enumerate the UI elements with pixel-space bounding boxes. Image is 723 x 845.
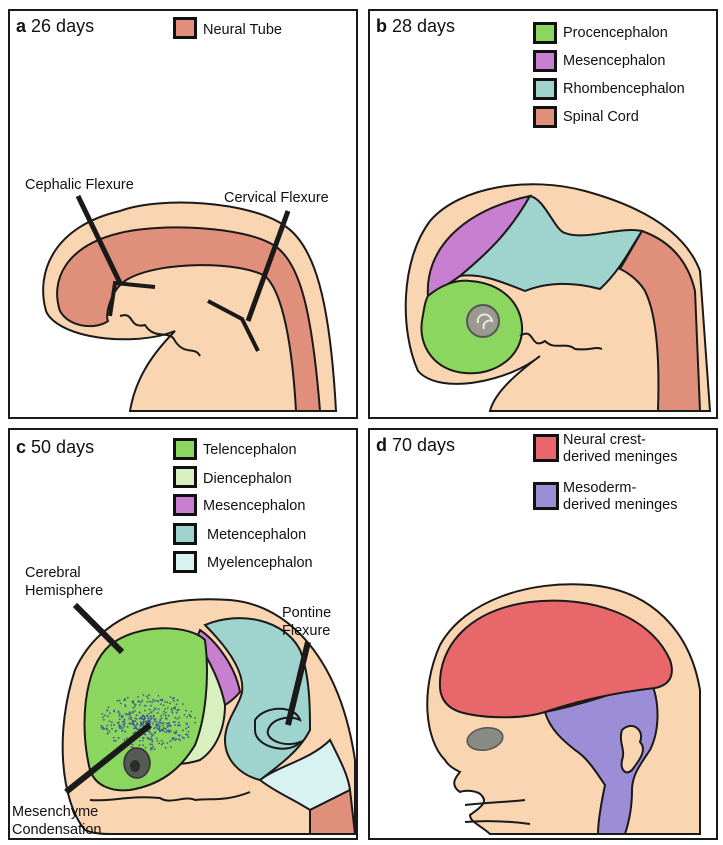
pontine-flexure-pointer (285, 641, 311, 726)
neural-crest-derived-meninges (438, 599, 673, 719)
panel-d-title: d 70 days (376, 435, 455, 456)
region-myelencephalon (258, 738, 352, 812)
legend-swatch-mesencephalon (173, 494, 197, 516)
legend-label-spinal-cord: Spinal Cord (563, 109, 639, 125)
legend-swatch-neural-crest-meninges (533, 434, 559, 462)
legend-label-procencephalon: Procencephalon (563, 25, 668, 41)
panel-b-age: 28 days (392, 16, 456, 36)
embryo-26-days-illustration (42, 194, 338, 412)
panel-a-age: 26 days (31, 16, 95, 36)
region-spinal-cord (309, 788, 356, 835)
legend-swatch-mesoderm-meninges (533, 482, 559, 510)
panel-a-title: a 26 days (16, 16, 94, 37)
cephalic-pointer-line (75, 194, 123, 285)
ear (619, 724, 644, 774)
legend-swatch-telencephalon (173, 438, 197, 460)
legend-label-neural-crest-line-1: Neural crest- (563, 432, 646, 448)
legend-label-mesencephalon: Mesencephalon (563, 53, 666, 69)
panel-c-50-days: c 50 days Telencephalon Diencephalon Mes… (8, 428, 358, 840)
region-metencephalon (203, 617, 312, 782)
annotation-cephalic-flexure: Cephalic Flexure (25, 177, 134, 193)
legend-label-neural-crest-line-2: derived meninges (563, 449, 678, 465)
mesenchyme-condensation-pointer (64, 722, 152, 795)
annotation-mesenchyme-line-2: Condensation (12, 822, 102, 838)
annotation-cerebral-hemisphere: Cerebral Hemisphere (25, 564, 103, 600)
legend-label-myelencephalon: Myelencephalon (207, 555, 313, 571)
annotation-cerebral-line-1: Cerebral (25, 565, 81, 581)
eye (466, 726, 504, 752)
panel-b-28-days: b 28 days Procencephalon Mesencephalon R… (368, 9, 718, 419)
legend-swatch-procencephalon (533, 22, 557, 44)
region-spinal-cord (618, 229, 702, 412)
annotation-mesenchyme-line-1: Mesenchyme (12, 804, 99, 820)
cervical-pointer-line (245, 210, 291, 322)
legend-label-metencephalon: Metencephalon (207, 527, 307, 543)
jaw-contour (119, 314, 201, 357)
legend-swatch-neural-tube (173, 17, 197, 39)
fetus-70-days-illustration (426, 583, 701, 835)
annotation-cerebral-line-2: Hemisphere (25, 583, 104, 599)
legend-swatch-metencephalon (173, 523, 197, 545)
mesenchyme-condensation-dots (100, 694, 197, 752)
annotation-cervical-flexure: Cervical Flexure (224, 190, 329, 206)
legend-label-mesencephalon: Mesencephalon (203, 498, 306, 514)
legend-label-neural-crest-meninges: Neural crest- derived meninges (563, 432, 677, 466)
cephalic-angle-marker (108, 280, 156, 317)
cervical-angle-marker (207, 299, 260, 352)
lens (130, 760, 140, 772)
annotation-pontine-line-1: Pontine (282, 605, 332, 621)
panel-d-letter: d (376, 435, 387, 455)
panel-c-age: 50 days (31, 437, 95, 457)
legend-swatch-mesencephalon (533, 50, 557, 72)
legend-label-rhombencephalon: Rhombencephalon (563, 81, 685, 97)
panel-a-letter: a (16, 16, 27, 36)
annotation-pontine-flexure: Pontine Flexure (282, 604, 331, 640)
legend-label-mesoderm-line-2: derived meninges (563, 497, 678, 513)
annotation-pontine-line-2: Flexure (282, 623, 331, 639)
panel-c-title: c 50 days (16, 437, 94, 458)
legend-label-neural-tube: Neural Tube (203, 22, 282, 38)
pharyngeal-arches (519, 332, 603, 351)
panel-c-letter: c (16, 437, 27, 457)
optic-vesicle (466, 304, 500, 338)
cerebral-hemisphere-pointer (72, 602, 125, 655)
annotation-mesenchyme-condensation: Mesenchyme Condensation (12, 803, 102, 839)
legend-label-mesoderm-line-1: Mesoderm- (563, 480, 637, 496)
embryo-50-days-illustration (61, 598, 356, 835)
legend-swatch-spinal-cord (533, 106, 557, 128)
embryo-28-days-illustration (404, 183, 712, 412)
panel-b-title: b 28 days (376, 16, 455, 37)
legend-swatch-myelencephalon (173, 551, 197, 573)
panel-a-26-days: a 26 days Neural Tube Cephalic Flexure C… (8, 9, 358, 419)
panel-d-age: 70 days (392, 435, 456, 455)
panel-d-70-days: d 70 days Neural crest- derived meninges… (368, 428, 718, 840)
mouth-and-chin (464, 799, 531, 825)
legend-label-mesoderm-meninges: Mesoderm- derived meninges (563, 480, 677, 514)
panel-b-letter: b (376, 16, 387, 36)
legend-label-telencephalon: Telencephalon (203, 442, 297, 458)
legend-label-diencephalon: Diencephalon (203, 471, 292, 487)
legend-swatch-diencephalon (173, 466, 197, 488)
face-contour (89, 791, 251, 802)
legend-swatch-rhombencephalon (533, 78, 557, 100)
optic-cup (476, 313, 494, 330)
